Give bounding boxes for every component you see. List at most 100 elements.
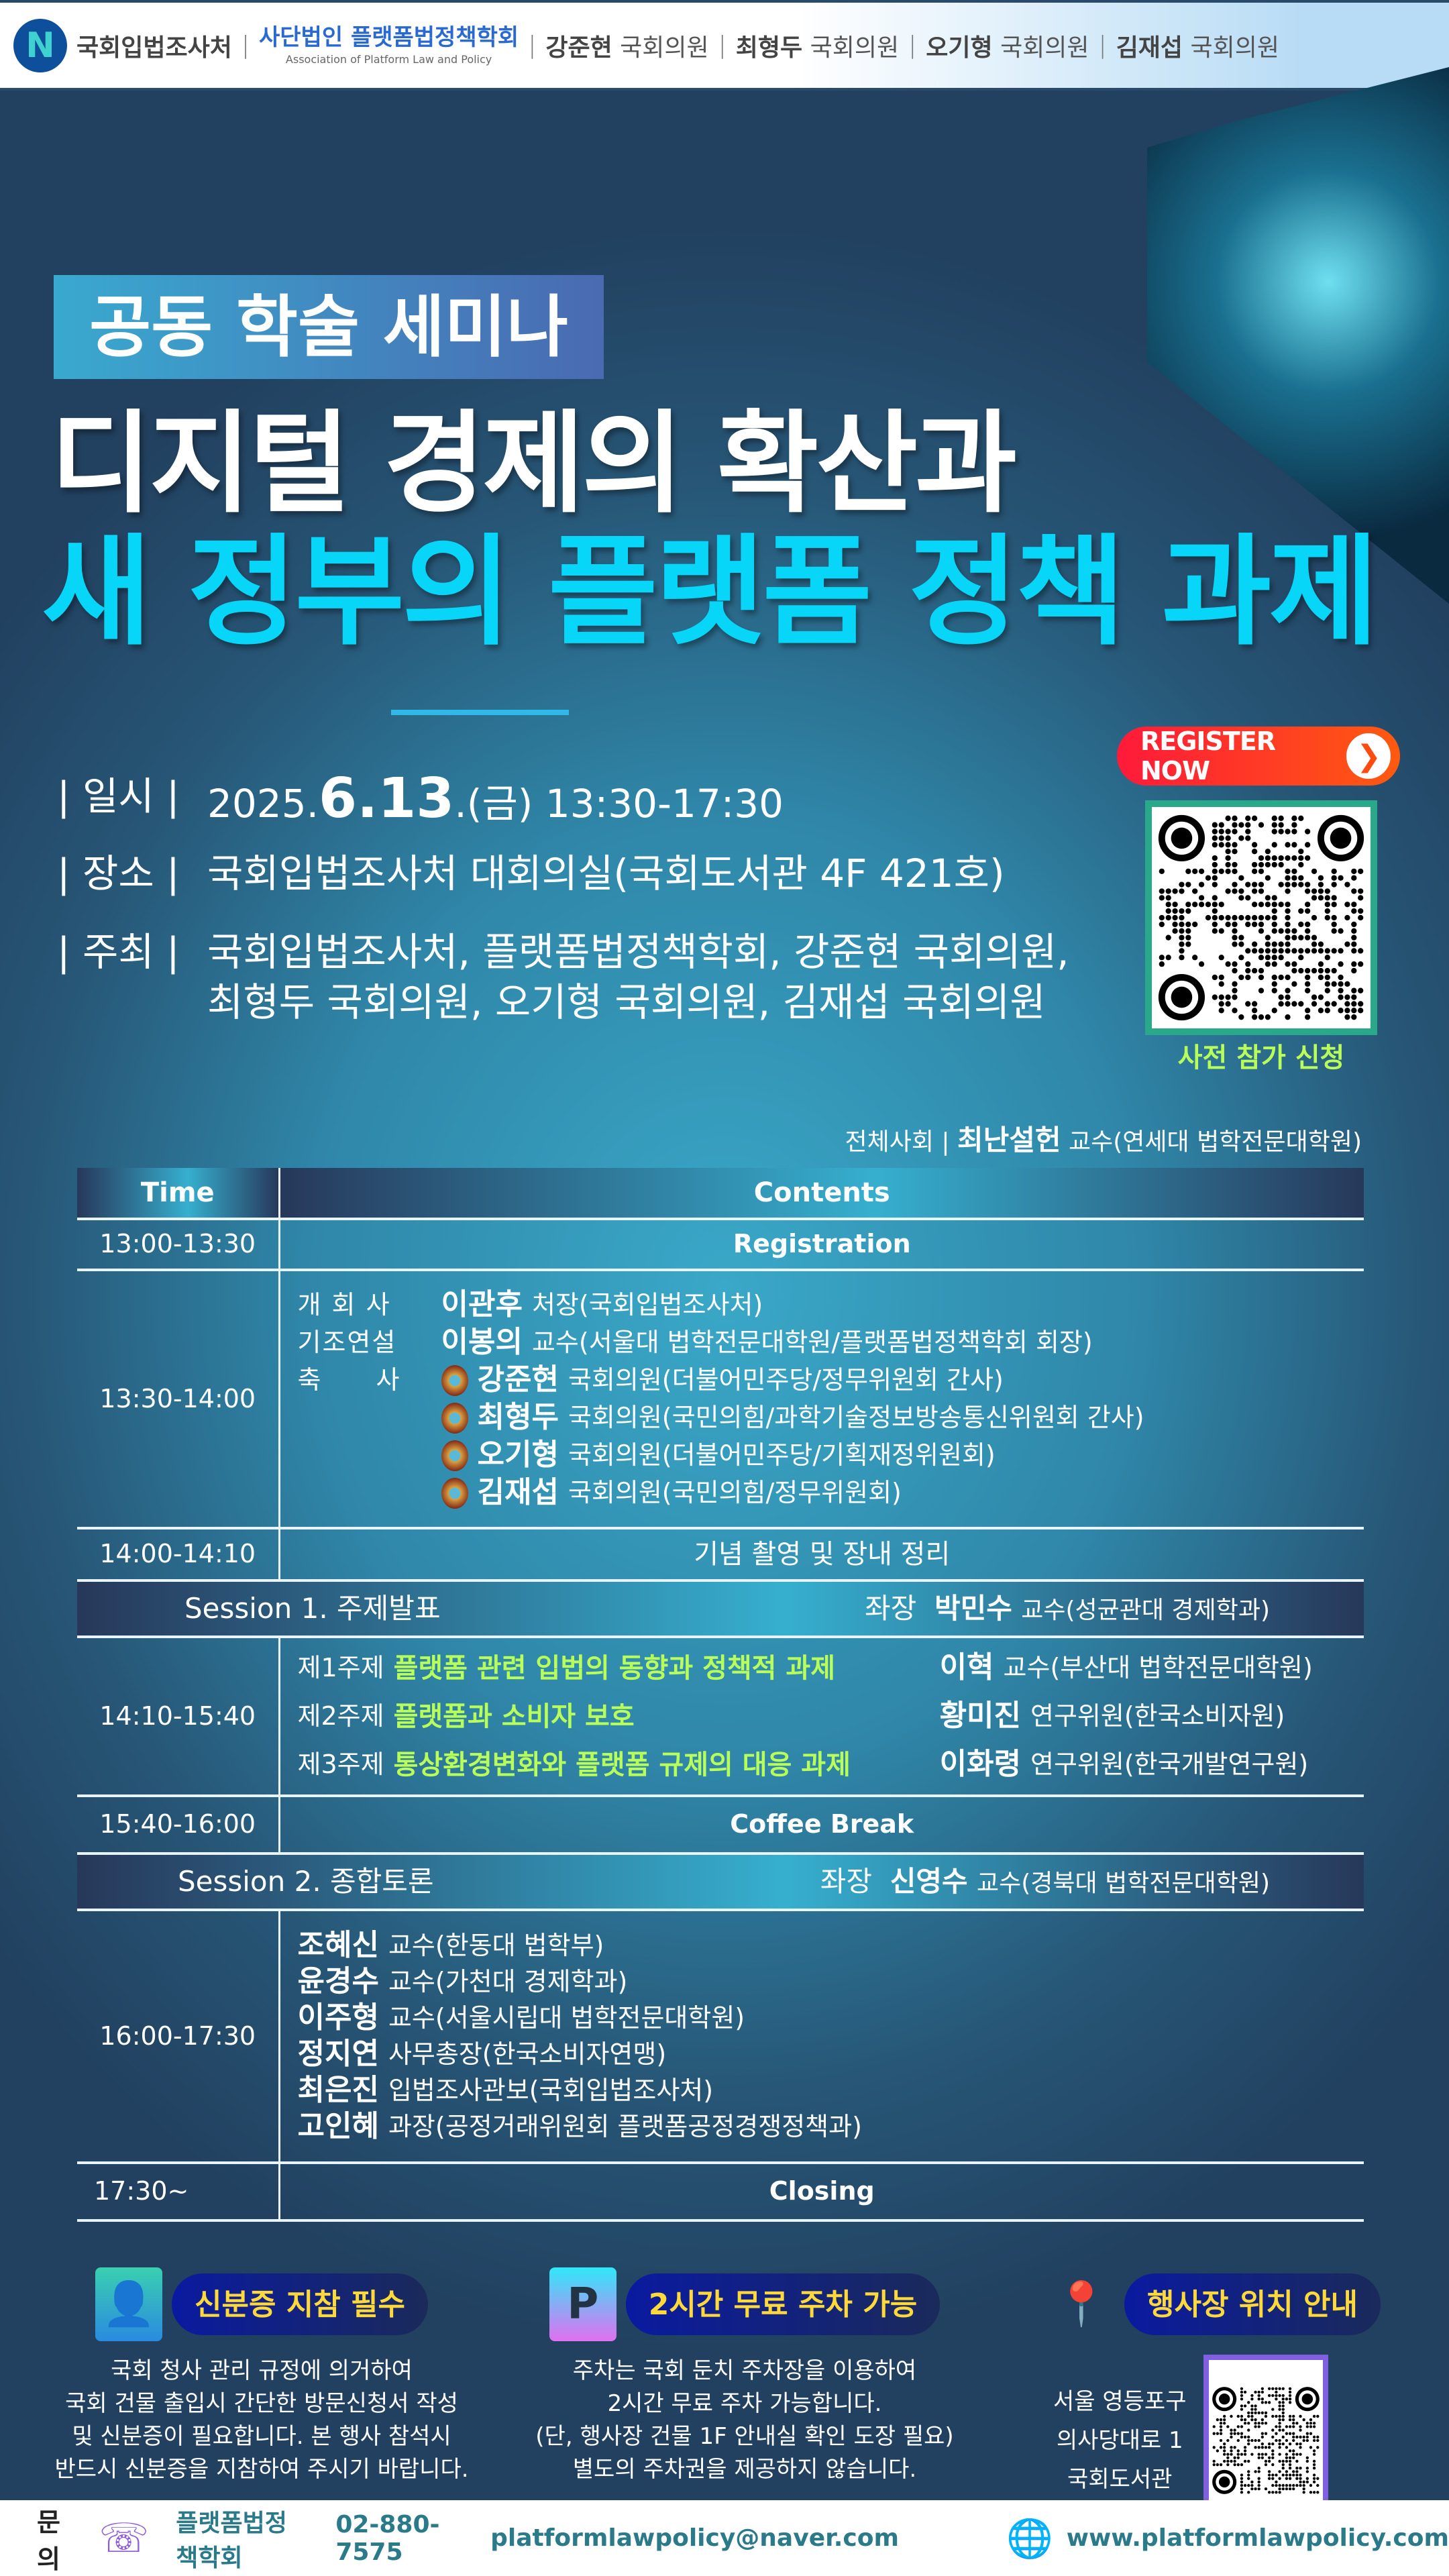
presenter-name: 이혁 <box>939 1650 994 1685</box>
qr-module <box>1218 955 1224 961</box>
qr-module <box>1219 2422 1222 2425</box>
qr-module <box>1165 914 1171 921</box>
qr-module <box>1338 928 1344 934</box>
qr-module <box>1318 1008 1324 1014</box>
qr-module <box>1344 941 1350 947</box>
speaker-name: 최형두 <box>477 1400 559 1435</box>
qr-module <box>1253 2470 1257 2473</box>
qr-module <box>1219 2438 1222 2443</box>
qr-module <box>1291 2418 1295 2422</box>
qr-module <box>1271 2408 1274 2411</box>
qr-module <box>1245 974 1251 981</box>
qr-module <box>1305 828 1311 835</box>
qr-module <box>1271 928 1277 934</box>
qr-module <box>1264 2446 1267 2449</box>
location-qr-code[interactable] <box>1203 2355 1328 2526</box>
qr-module <box>1271 2477 1274 2480</box>
qr-module <box>1277 2438 1281 2443</box>
contact-phone[interactable]: 02-880-7575 <box>335 2510 440 2566</box>
qr-module <box>1238 822 1244 828</box>
qr-module <box>1358 961 1364 967</box>
registration-qr-code[interactable] <box>1145 800 1377 1035</box>
qr-module <box>1264 2414 1267 2418</box>
website-link[interactable]: www.platformlawpolicy.com <box>1066 2524 1449 2552</box>
qr-module <box>1159 895 1165 901</box>
qr-module <box>1185 902 1191 908</box>
qr-module <box>1305 1014 1311 1020</box>
qr-module <box>1265 961 1271 967</box>
qr-module <box>1225 849 1231 855</box>
qr-module <box>1245 948 1251 954</box>
qr-module <box>1274 2491 1278 2494</box>
qr-module <box>1271 815 1277 821</box>
qr-module <box>1291 928 1297 934</box>
qr-module <box>1205 875 1212 881</box>
map-pin-icon: 📍 <box>1055 2279 1108 2329</box>
qr-module <box>1291 2449 1295 2453</box>
qr-module <box>1258 881 1265 888</box>
national-assembly-seal-icon <box>441 1402 468 1434</box>
qr-module <box>1198 961 1205 967</box>
title-line-1: 디지털 경제의 확산과 <box>50 399 1017 528</box>
contact-email[interactable]: platformlawpolicy@naver.com <box>490 2524 899 2552</box>
qr-module <box>1265 1014 1271 1020</box>
qr-module <box>1288 2418 1291 2422</box>
qr-module <box>1305 2422 1309 2425</box>
qr-module <box>1232 2432 1236 2435</box>
register-now-button[interactable]: REGISTER NOW❯ <box>1117 727 1400 786</box>
col-time: Time <box>77 1168 280 1220</box>
qr-module <box>1305 981 1311 987</box>
qr-module <box>1240 2390 1243 2394</box>
qr-module <box>1159 921 1165 928</box>
qr-module <box>1298 1001 1304 1007</box>
qr-module <box>1344 902 1350 908</box>
qr-module <box>1232 888 1238 894</box>
qr-module <box>1271 2394 1274 2398</box>
qr-module <box>1251 881 1258 888</box>
qr-module <box>1285 2483 1288 2487</box>
qr-module <box>1285 828 1291 835</box>
qr-module <box>1240 2483 1243 2487</box>
speaker-role: 축 사 <box>297 1364 401 1395</box>
qr-module <box>1185 881 1191 888</box>
qr-module <box>1257 2487 1260 2491</box>
qr-module <box>1285 2425 1288 2428</box>
national-assembly-seal-icon <box>441 1477 468 1509</box>
qr-module <box>1238 974 1244 981</box>
qr-module <box>1212 928 1218 934</box>
qr-module <box>1302 2435 1305 2439</box>
qr-module <box>1324 1001 1330 1007</box>
qr-finder <box>1218 2476 1230 2488</box>
qr-module <box>1305 855 1311 861</box>
qr-module <box>1251 967 1258 974</box>
qr-module <box>1277 2453 1281 2456</box>
qr-module <box>1311 967 1318 974</box>
qr-module <box>1277 2487 1281 2491</box>
qr-module <box>1309 2446 1312 2449</box>
qr-module <box>1212 908 1218 914</box>
qr-module <box>1305 888 1311 894</box>
qr-module <box>1238 955 1244 961</box>
qr-module <box>1285 914 1291 921</box>
qr-module <box>1277 2425 1281 2428</box>
qr-module <box>1291 2425 1295 2428</box>
qr-module <box>1277 2394 1281 2398</box>
notice-line: (단, 행사장 건물 1F 안내실 확인 도장 필요) <box>535 2423 954 2450</box>
qr-module <box>1285 2473 1288 2477</box>
qr-module <box>1298 955 1304 961</box>
info-date: | 일시 |2025.6.13.(금) 13:30-17:30 <box>57 767 784 830</box>
qr-module <box>1229 2435 1233 2439</box>
qr-module <box>1274 2432 1278 2435</box>
qr-module <box>1246 2473 1250 2477</box>
qr-module <box>1251 1001 1258 1007</box>
qr-module <box>1285 908 1291 914</box>
qr-module <box>1351 994 1357 1000</box>
qr-module <box>1285 2398 1288 2401</box>
qr-module <box>1277 2477 1281 2480</box>
qr-module <box>1271 974 1277 981</box>
qr-module <box>1351 928 1357 934</box>
